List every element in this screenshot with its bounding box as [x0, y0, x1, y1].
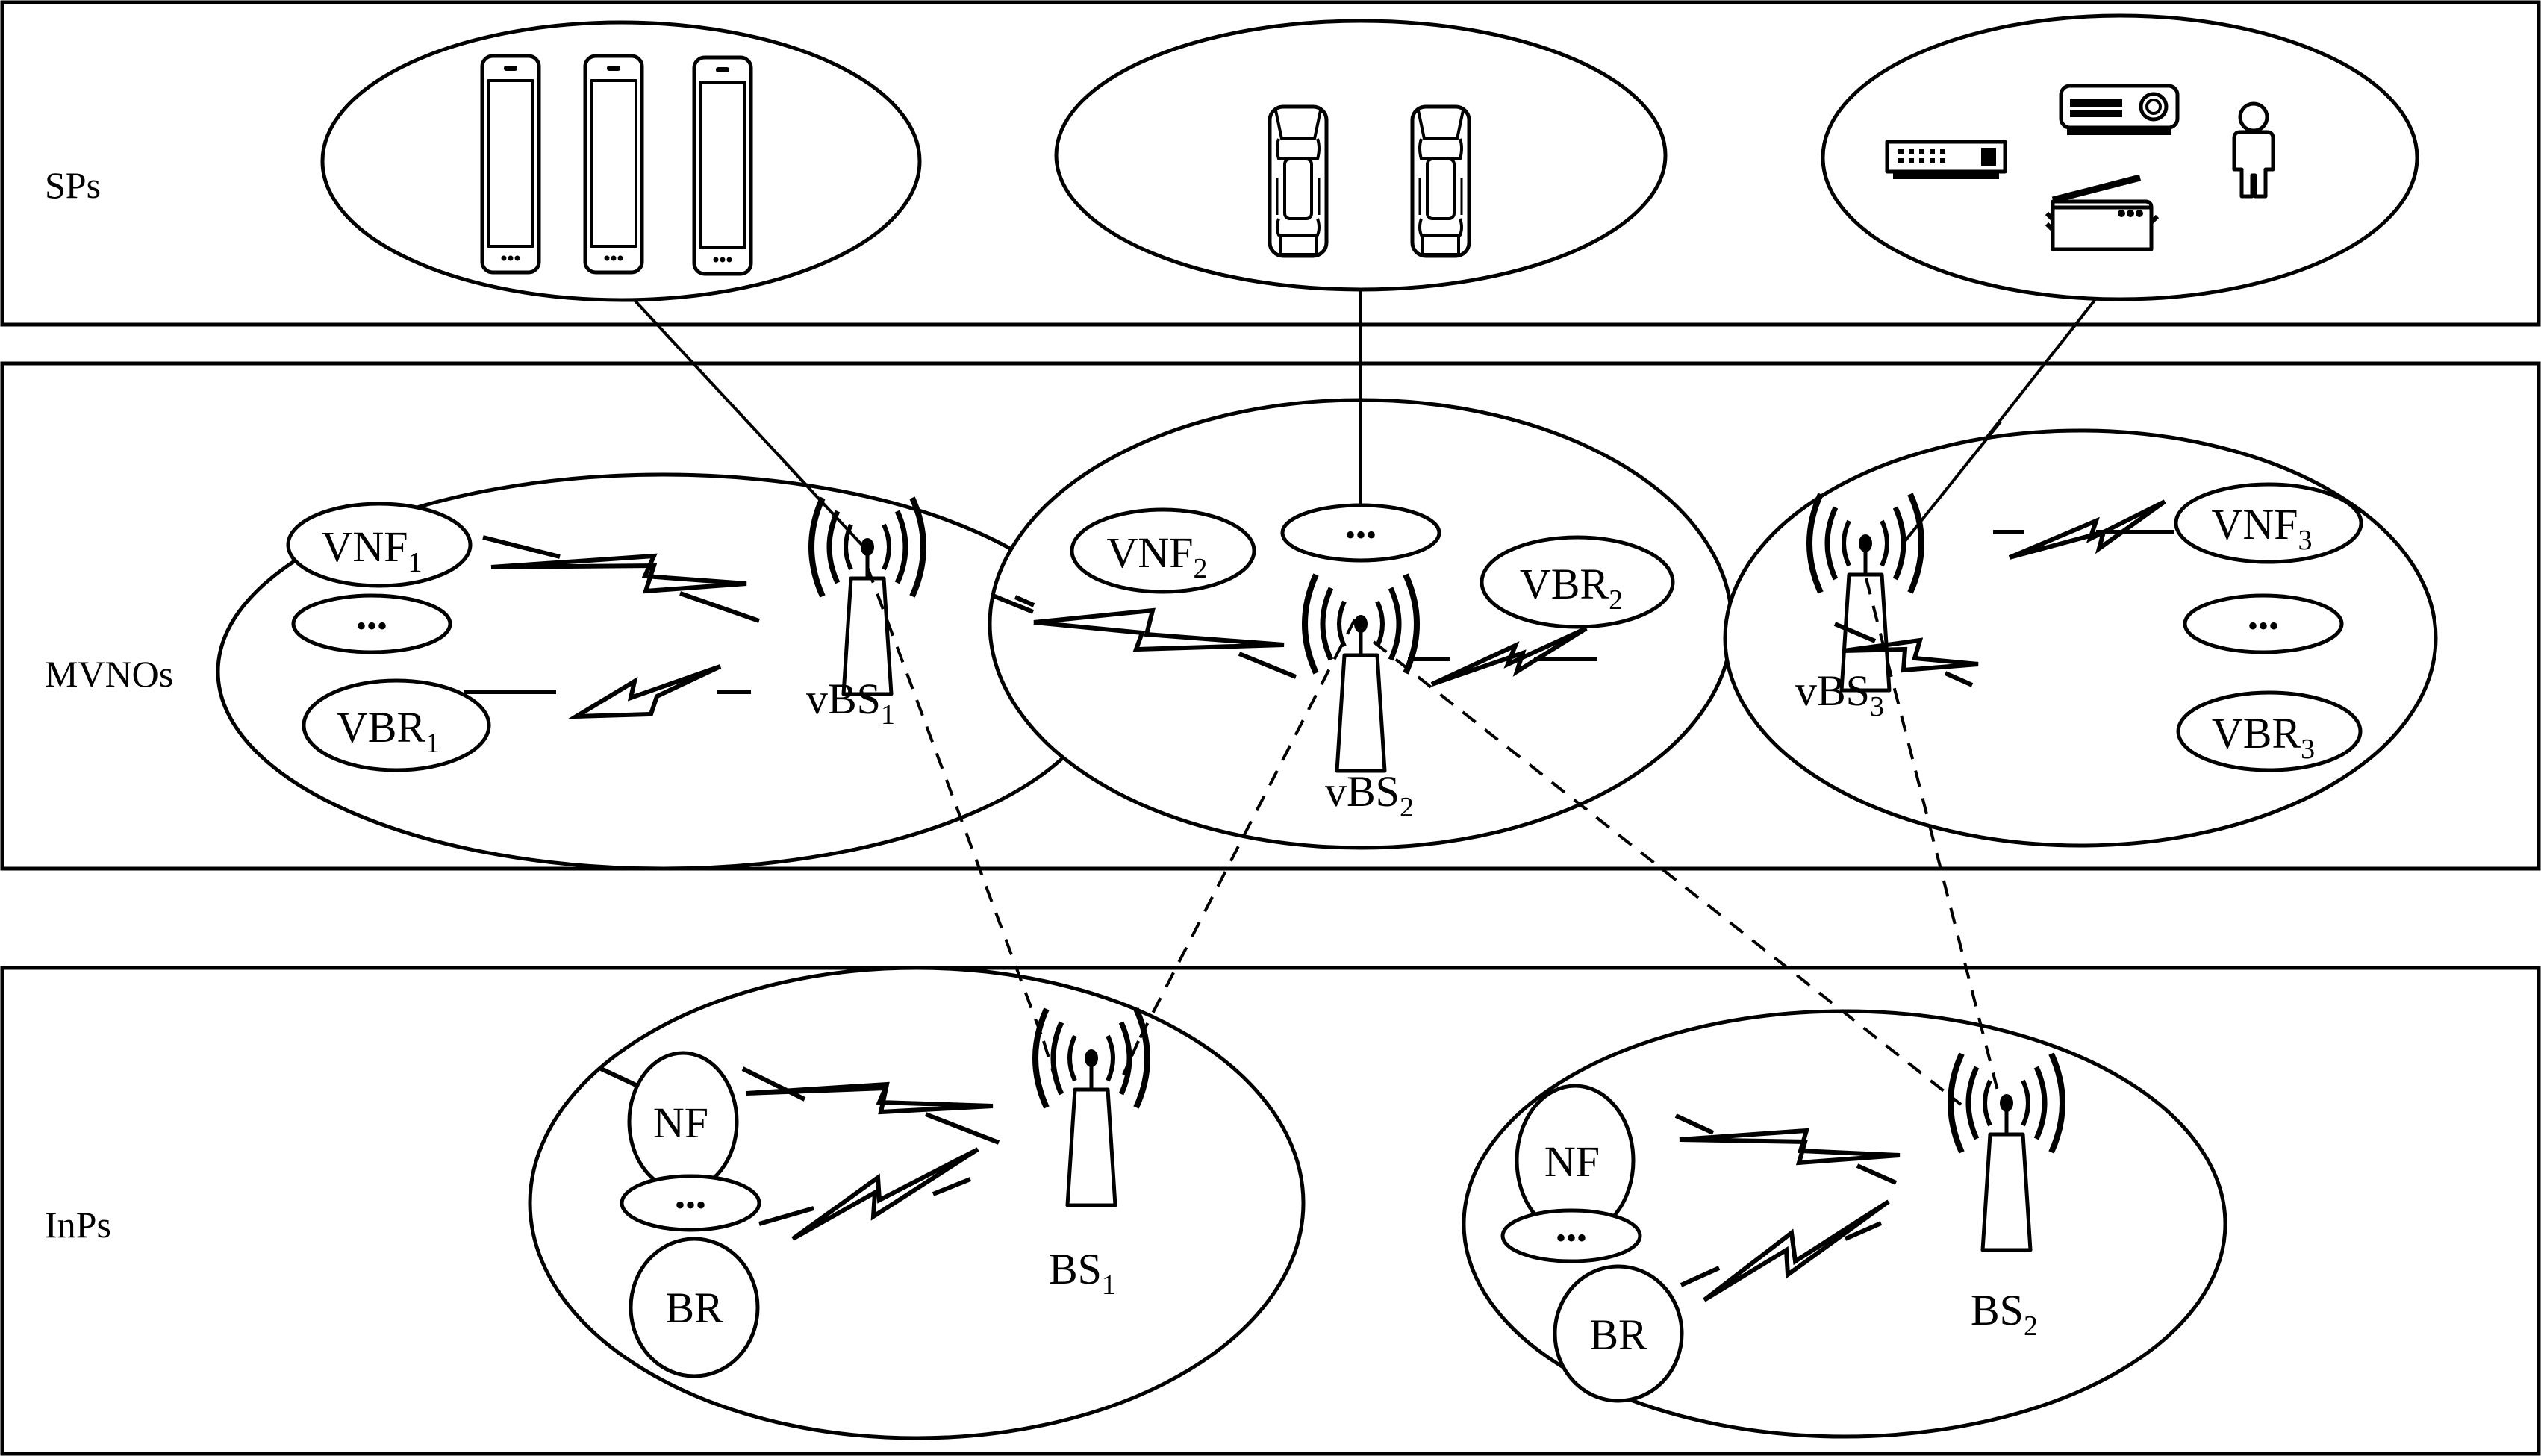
vbs1-label: vBS: [806, 675, 881, 723]
node-ellipsis-inp2: •••: [1500, 1208, 1642, 1263]
wireless-link-icon: [1993, 499, 2174, 560]
person-icon: [2232, 101, 2275, 199]
br1-label: BR: [665, 1284, 723, 1332]
svg-text:BS2: BS2: [1971, 1286, 2038, 1342]
wireless-link-icon: [482, 535, 760, 623]
base-station-bs2[interactable]: BS2: [1951, 1054, 2063, 1342]
inp-1: NF ••• BR BS1: [599, 1009, 1147, 1378]
wireless-link-icon: [991, 593, 1297, 679]
layer-label-sps: SPs: [45, 164, 101, 206]
wireless-link-icon: [599, 1066, 1000, 1145]
wireless-link-icon: [464, 664, 751, 719]
edge-vbs2-bs2: [1372, 640, 1962, 1106]
node-ellipsis-inp1: •••: [620, 1174, 761, 1232]
node-br-1[interactable]: BR: [629, 1237, 760, 1378]
svg-text:VNF3: VNF3: [2211, 500, 2312, 556]
bs1-label: BS: [1049, 1245, 1102, 1293]
vbr3-subscript: 3: [2301, 734, 2315, 765]
svg-text:vBS2: vBS2: [1325, 767, 1414, 823]
node-vnf1[interactable]: VNF1: [286, 502, 473, 588]
vnf1-subscript: 1: [408, 547, 423, 578]
sp-group-3: [1821, 13, 2419, 301]
layer-label-inps: InPs: [45, 1204, 111, 1246]
nf2-label: NF: [1544, 1137, 1600, 1186]
mvnos-layer-box: [0, 361, 2541, 871]
node-nf-1[interactable]: NF: [627, 1051, 739, 1193]
edge-vbs2-bs1-tail: [1122, 1040, 1140, 1075]
mvno-1: VNF1 ••• VBR1 vBS1: [286, 498, 923, 772]
sp-ellipse-2: [1054, 19, 1668, 292]
vbr2-label: VBR: [1520, 560, 1609, 608]
ellipsis-label: •••: [1345, 518, 1376, 552]
wireless-link-icon: [1674, 1113, 1901, 1185]
wireless-link-icon: [1680, 1199, 1890, 1302]
vnf2-subscript: 2: [1194, 553, 1208, 584]
node-vbr2[interactable]: VBR2: [1480, 535, 1675, 629]
vbr1-subscript: 1: [425, 728, 440, 759]
bs2-label: BS: [1971, 1286, 2024, 1334]
printer-icon: [2045, 174, 2160, 251]
sp-group-2: [1054, 19, 1668, 292]
vbr3-label: VBR: [2212, 709, 2301, 757]
node-ellipsis-1: •••: [291, 593, 452, 654]
network-switch-icon: [1885, 140, 2007, 179]
ellipsis-label: •••: [2248, 609, 2279, 643]
mvno-2: VNF2 ••• VBR2 vBS2: [991, 503, 1675, 823]
wireless-link-icon: [1408, 626, 1597, 687]
nf1-label: NF: [653, 1099, 708, 1147]
vbs2-subscript: 2: [1400, 792, 1414, 823]
node-br-2[interactable]: BR: [1553, 1264, 1684, 1403]
vbr1-label: VBR: [337, 703, 426, 752]
vbs1-subscript: 1: [881, 699, 895, 731]
base-station-vbs3[interactable]: vBS3: [1795, 494, 1921, 722]
node-vbr3[interactable]: VBR3: [2176, 690, 2363, 772]
node-ellipsis-2: •••: [1280, 503, 1441, 563]
vbs2-label: vBS: [1325, 767, 1400, 816]
vnf3-label: VNF: [2211, 500, 2298, 549]
base-station-bs1[interactable]: BS1: [1035, 1009, 1147, 1301]
sps-layer-box: [0, 0, 2541, 327]
svg-text:BS1: BS1: [1049, 1245, 1116, 1301]
ellipsis-label: •••: [1556, 1221, 1587, 1255]
mvno-3: VNF3 ••• VBR3 vBS3: [1795, 482, 2363, 772]
base-station-vbs2[interactable]: vBS2: [1305, 575, 1417, 823]
wireless-link-icon: [1833, 622, 1979, 687]
edge-vbs2-bs1: [1137, 619, 1356, 1042]
projector-icon: [2059, 84, 2180, 135]
sp-ellipse-1: [320, 20, 922, 302]
svg-text:VNF1: VNF1: [321, 522, 422, 578]
vnf3-subscript: 3: [2298, 525, 2313, 556]
vbs3-subscript: 3: [1870, 691, 1884, 722]
ellipsis-label: •••: [356, 609, 387, 643]
inp-2: NF ••• BR BS2: [1500, 1054, 2063, 1403]
svg-text:vBS3: vBS3: [1795, 666, 1884, 722]
svg-text:VBR2: VBR2: [1520, 560, 1623, 616]
ellipsis-label: •••: [675, 1188, 706, 1222]
sp-ellipse-3: [1821, 13, 2419, 301]
bs2-subscript: 2: [2024, 1310, 2038, 1342]
sp-group-1: [320, 20, 922, 302]
svg-text:VBR1: VBR1: [337, 703, 440, 759]
vnf2-label: VNF: [1106, 528, 1193, 577]
node-ellipsis-3: •••: [2183, 593, 2344, 654]
base-station-vbs1[interactable]: vBS1: [806, 498, 923, 731]
bs1-subscript: 1: [1102, 1269, 1116, 1301]
vnf1-label: VNF: [321, 522, 408, 571]
wireless-link-icon: [758, 1147, 979, 1241]
inps-layer-box: [0, 966, 2541, 1456]
node-vbr1[interactable]: VBR1: [302, 678, 491, 772]
svg-text:VNF2: VNF2: [1106, 528, 1207, 584]
svg-text:vBS1: vBS1: [806, 675, 895, 731]
node-vnf2[interactable]: VNF2: [1070, 507, 1256, 594]
vbs3-label: vBS: [1795, 666, 1870, 715]
br2-label: BR: [1589, 1310, 1647, 1359]
layer-label-mvnos: MVNOs: [45, 653, 173, 695]
edge-sp1-vbs1-inner: [782, 460, 869, 552]
vbr2-subscript: 2: [1609, 584, 1623, 616]
node-vnf3[interactable]: VNF3: [2174, 482, 2363, 564]
svg-text:VBR3: VBR3: [2212, 709, 2315, 765]
